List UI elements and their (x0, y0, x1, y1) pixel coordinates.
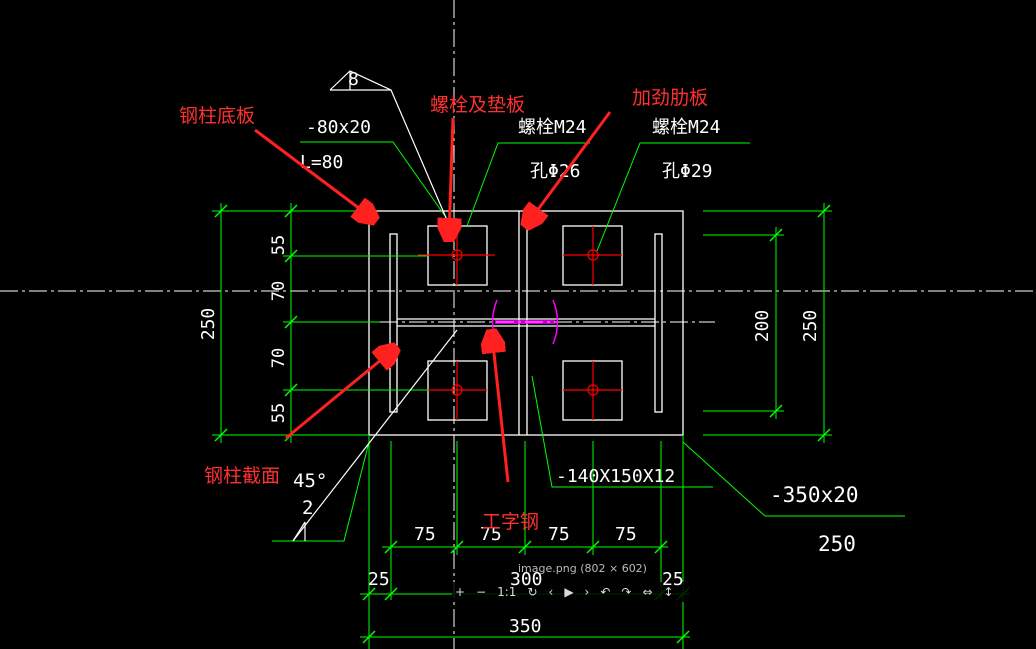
length-label: L=80 (300, 152, 343, 173)
dim-bottom-300: 300 (510, 569, 543, 590)
bolt-right-label: 螺栓M24 (652, 117, 721, 138)
dim-left-total: 250 (198, 308, 219, 341)
arrow-stiffener (528, 111, 612, 223)
actual-size-icon[interactable]: 1:1 (497, 585, 517, 599)
hole-right-label: 孔Φ29 (662, 161, 713, 182)
dim-left-55-top: 55 (269, 235, 289, 255)
viewer-toolbar-icons: + − 1:1 ↻ ‹ ▶ › ↶ ↷ ⇔ ↕ (455, 583, 700, 601)
dim-bottom-75-a: 75 (414, 524, 436, 545)
dim-bottom-350: 350 (509, 616, 542, 637)
dim-bottom-25-right: 25 (662, 569, 684, 590)
redo-icon[interactable]: ↷ (621, 585, 632, 599)
dim-left-55-bottom: 55 (269, 403, 289, 423)
weld-size-label: 8 (348, 69, 359, 90)
dim-left-70-top: 70 (269, 281, 289, 301)
arrow-i-beam (492, 335, 510, 483)
info-icon[interactable]: ↕ (663, 585, 674, 599)
undo-icon[interactable]: ↶ (600, 585, 611, 599)
label-column-section: 钢柱截面 (204, 465, 280, 487)
image-caption: image.png (802 × 602) (518, 562, 647, 575)
zoom-in-icon[interactable]: + (455, 585, 466, 599)
plate-spec-label: -80x20 (306, 117, 371, 138)
dim-bottom-25-left: 25 (368, 569, 390, 590)
rotate-icon[interactable]: ↻ (527, 585, 538, 599)
viewer-toolbar (452, 582, 702, 602)
label-base-plate: 钢柱底板 (179, 105, 255, 127)
dim-bottom-75-b: 75 (480, 524, 502, 545)
arrow-base-plate (254, 128, 372, 218)
dim-bottom-75-c: 75 (548, 524, 570, 545)
hole-left-label: 孔Φ26 (530, 161, 581, 182)
label-stiffener: 加劲肋板 (632, 87, 708, 109)
next-icon[interactable]: › (584, 585, 590, 599)
zoom-out-icon[interactable]: − (476, 585, 487, 599)
dim-right-250: 250 (800, 310, 821, 343)
fit-icon[interactable]: ⇔ (642, 585, 653, 599)
bolts (418, 226, 622, 420)
label-i-beam: 工字钢 (482, 511, 539, 533)
previous-icon[interactable]: ‹ (548, 585, 554, 599)
play-icon[interactable]: ▶ (564, 585, 574, 599)
dim-bottom-75-d: 75 (615, 524, 637, 545)
outer-stiffeners (389, 211, 663, 435)
weld-leaders (292, 70, 458, 542)
stiffener-spec-label: -140X150X12 (556, 466, 675, 487)
label-bolt-washer: 螺栓及垫板 (430, 94, 525, 116)
weld-angle-label: 45° (293, 470, 327, 492)
base-width-label: 250 (818, 532, 856, 556)
base-spec-label: -350x20 (770, 483, 859, 507)
arrow-bolt-washer (449, 117, 453, 236)
arrow-column-section (285, 350, 393, 440)
bolt-left-label: 螺栓M24 (518, 117, 587, 138)
dim-right-200: 200 (752, 310, 773, 343)
weld-leg-label: 2 (302, 497, 313, 519)
dim-left-70-bottom: 70 (269, 348, 289, 368)
